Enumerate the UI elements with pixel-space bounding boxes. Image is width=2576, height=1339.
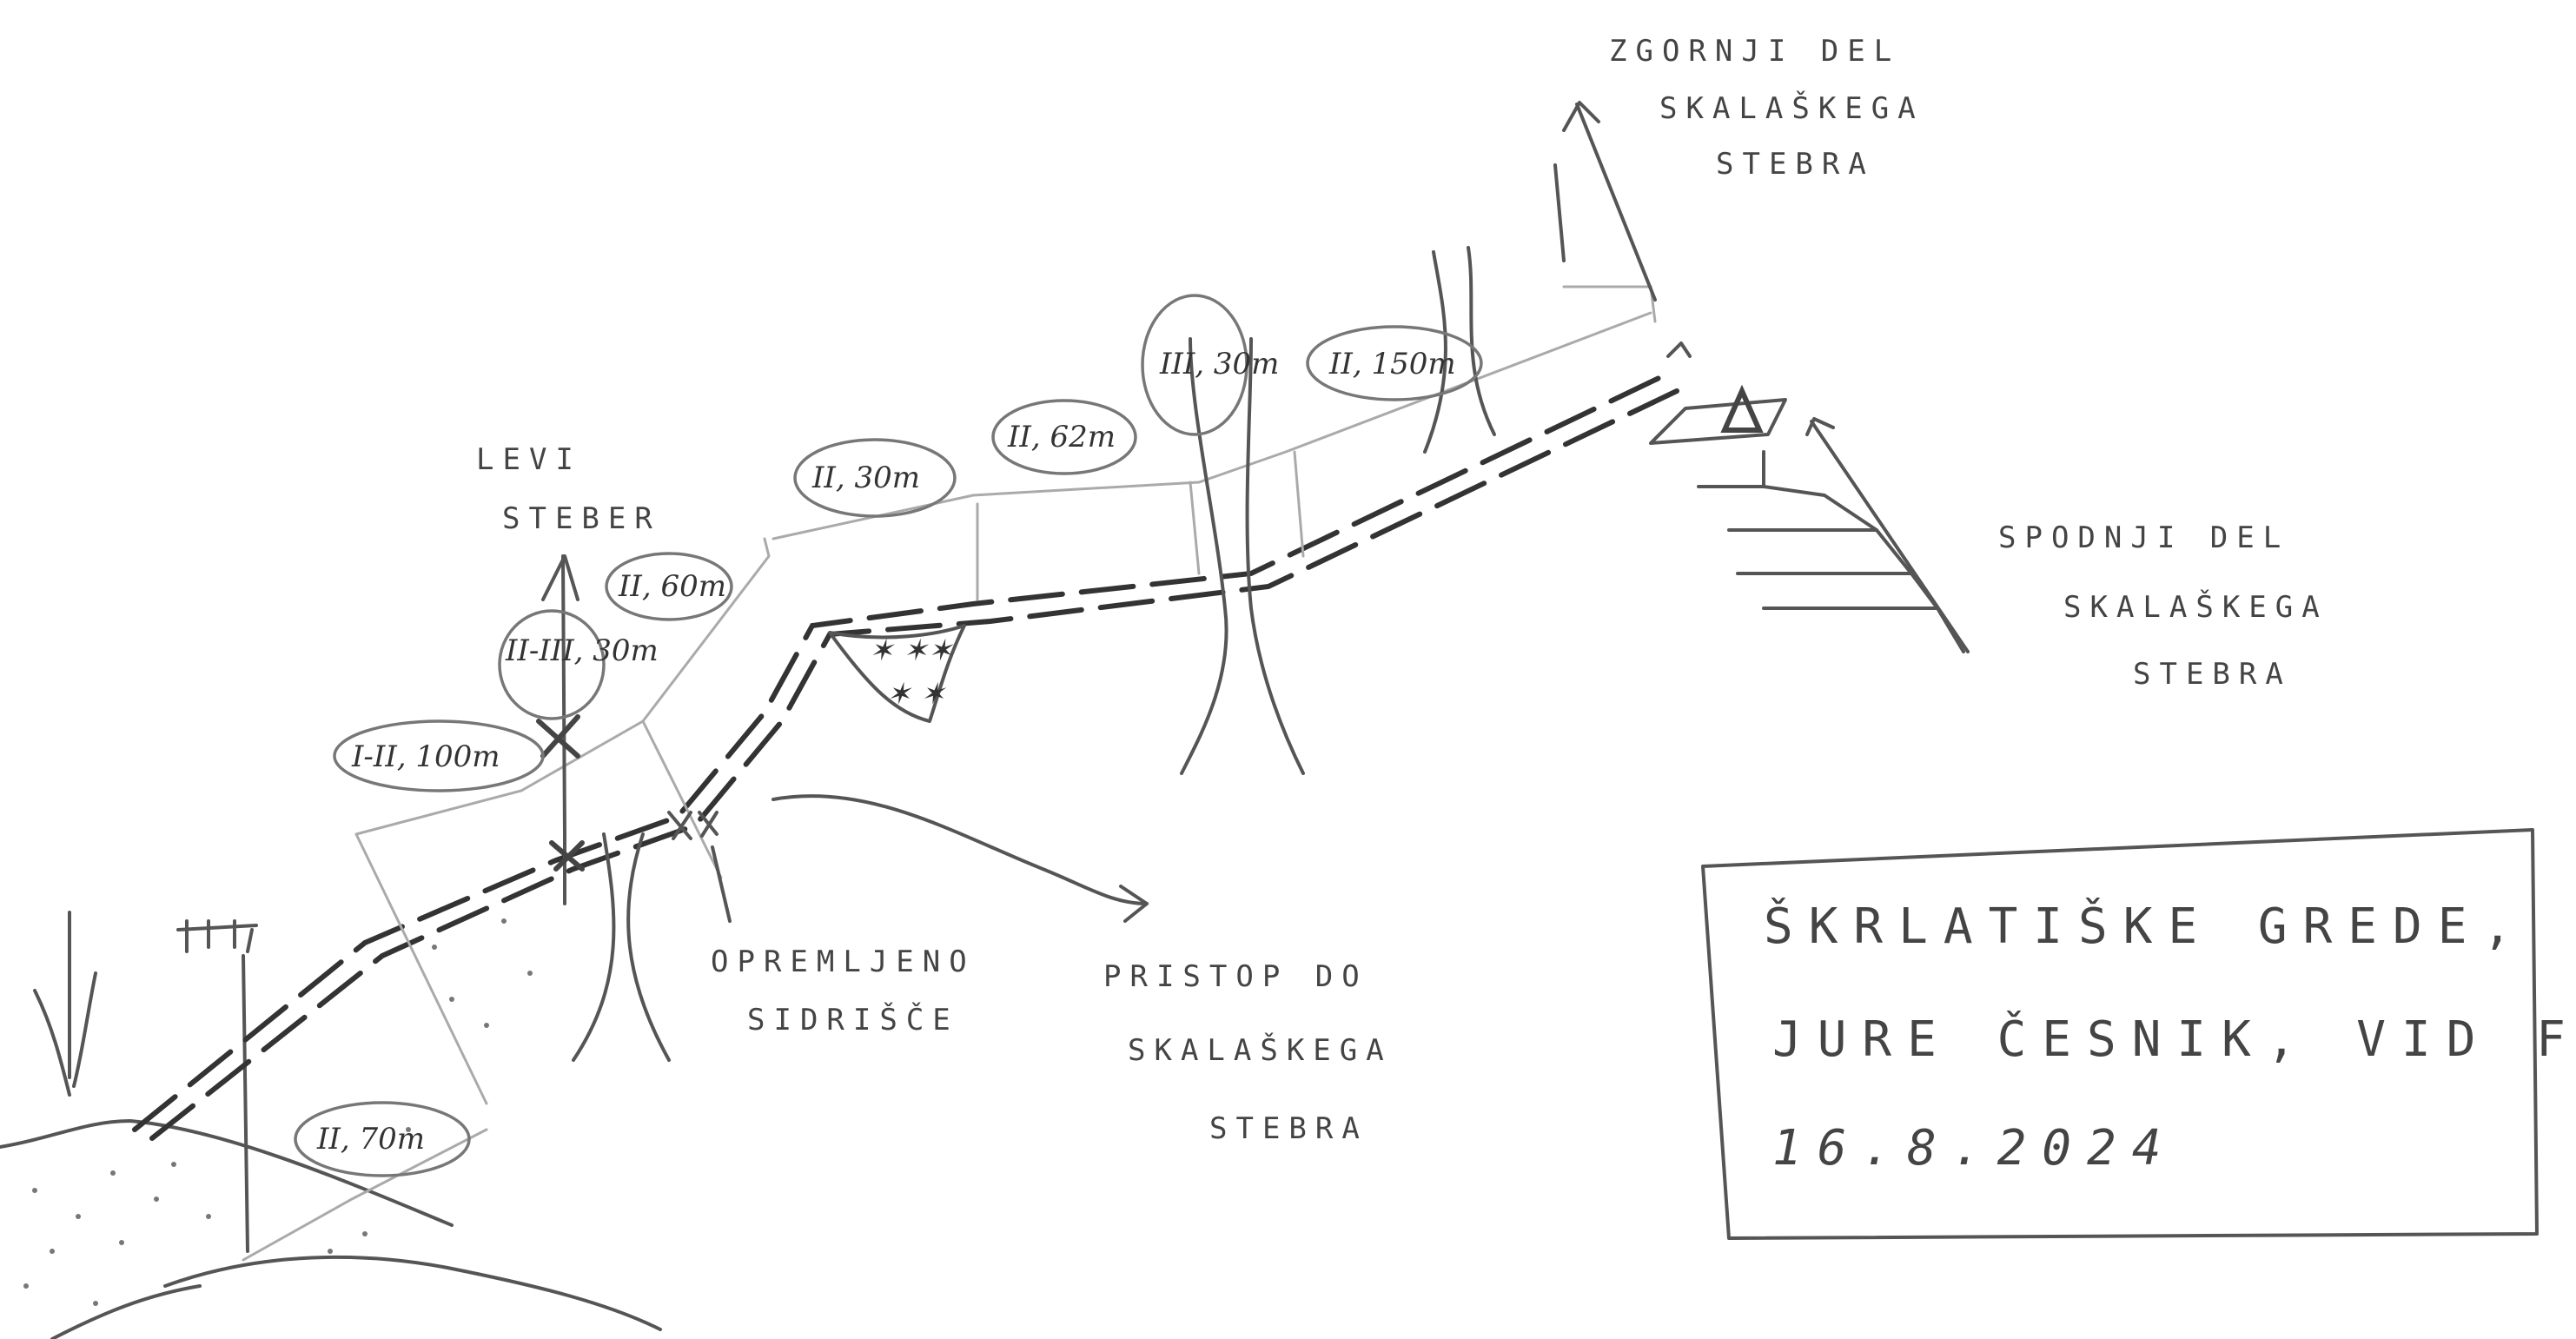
pitch-label: II, 70m — [316, 1122, 425, 1157]
pitch-ovals — [294, 294, 1483, 1177]
pitch-label: II, 60m — [618, 569, 726, 604]
left-pillar — [572, 832, 671, 1062]
pitch-label: II, 150m — [1328, 347, 1456, 381]
equipped-anchor-icon — [667, 811, 732, 923]
central-pillar — [1180, 337, 1305, 775]
pitch-label: III, 30m — [1159, 347, 1279, 381]
title-box — [1701, 828, 2539, 1240]
left-pillar-label: STEBER — [502, 501, 661, 536]
upper-part-label: SKALAŠKEGA — [1659, 90, 1924, 126]
pitch-label: II, 30m — [811, 461, 920, 495]
left-pillar-label: LEVI — [476, 442, 582, 477]
authors-text: JURE ČESNIK, VID FISTER — [1772, 1011, 2576, 1068]
scree-marks: ✶ ✶ — [886, 677, 947, 712]
upper-arrow-icon — [1553, 101, 1657, 302]
lower-part-label: SPODNJI DEL — [1998, 520, 2289, 555]
platform — [1649, 398, 1787, 445]
lower-steps — [1697, 450, 1965, 653]
anchor-label: SIDRIŠČE — [747, 1002, 959, 1037]
scree-patch — [828, 624, 966, 723]
upper-part-label: STEBRA — [1716, 147, 1875, 182]
approach-label: SKALAŠKEGA — [1128, 1032, 1393, 1068]
date-text: 16.8.2024 — [1772, 1120, 2176, 1177]
approach-arrow-icon — [1119, 885, 1149, 923]
pitch-label: I-II, 100m — [351, 739, 500, 774]
belay-x-icon — [536, 714, 585, 872]
pitch-label: II-III, 30m — [505, 633, 659, 668]
summit-triangle-icon — [1720, 384, 1764, 433]
approach-label: PRISTOP DO — [1103, 959, 1368, 994]
pitch-label: II, 62m — [1007, 420, 1116, 454]
upper-part-label: ZGORNJI DEL — [1609, 34, 1900, 69]
anchor-post-icon — [176, 919, 258, 1253]
lower-part-label: STEBRA — [2133, 657, 2292, 692]
left-pillar-arrow-icon — [541, 554, 579, 905]
anchor-label: OPREMLJENO — [711, 945, 976, 979]
lower-part-label: SKALAŠKEGA — [2063, 589, 2328, 625]
upper-pillar — [1423, 246, 1496, 454]
lower-arrow-icon — [1805, 417, 1970, 653]
route-line — [132, 341, 1692, 1141]
title-text: ŠKRLATIŠKE GREDE, 1. DEL — [1764, 898, 2576, 955]
scree-marks: ✶ ✶✶ — [869, 633, 955, 668]
approach-hill — [771, 794, 1149, 905]
approach-label: STEBRA — [1209, 1111, 1368, 1146]
tree-sketch — [33, 911, 97, 1097]
